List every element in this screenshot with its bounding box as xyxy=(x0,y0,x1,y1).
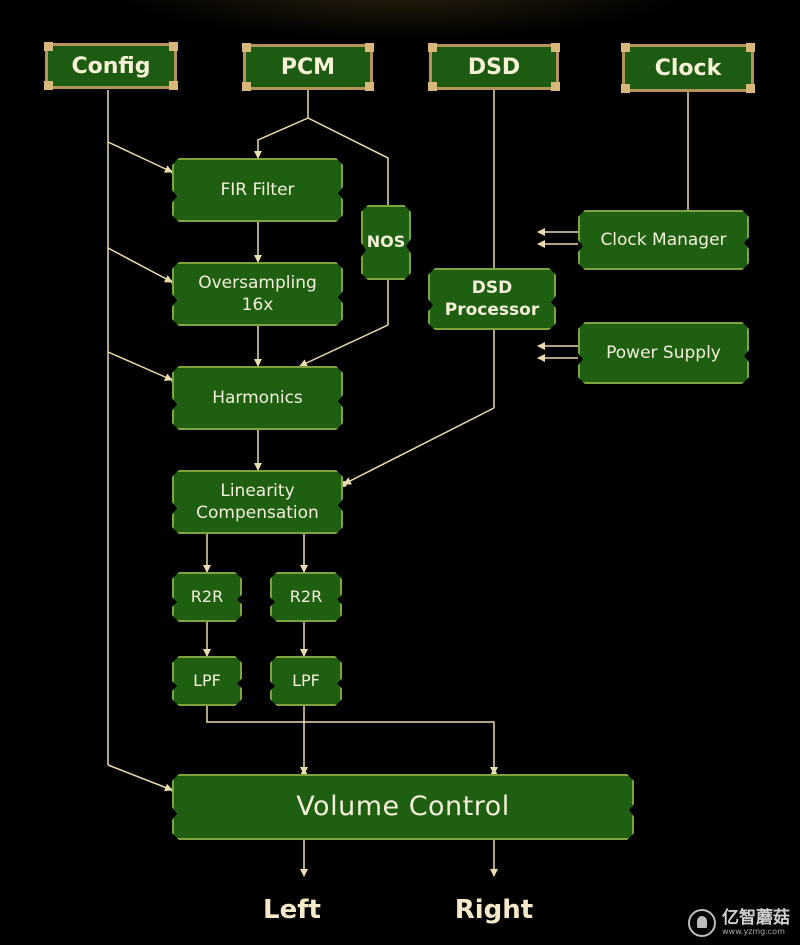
header-clock-label: Clock xyxy=(654,55,722,81)
node-nos: NOS xyxy=(361,205,411,280)
node-lpf-left: LPF xyxy=(172,656,242,706)
node-oversampling-line2: 16x xyxy=(241,295,274,315)
node-nos-label: NOS xyxy=(366,232,406,252)
node-r2r-left-label: R2R xyxy=(190,586,224,606)
mushroom-logo-icon xyxy=(688,909,716,937)
node-harmonics-label: Harmonics xyxy=(212,387,303,408)
node-lpf-right: LPF xyxy=(270,656,342,706)
node-harmonics: Harmonics xyxy=(172,366,343,430)
config-to-oversampling xyxy=(107,247,173,283)
header-clock: Clock xyxy=(621,43,755,93)
header-pcm-label: PCM xyxy=(280,54,336,80)
header-dsd-label: DSD xyxy=(467,54,521,80)
config-to-harmonics xyxy=(107,351,173,381)
node-r2r-left: R2R xyxy=(172,572,242,622)
node-linearity-compensation: Linearity Compensation xyxy=(172,470,343,534)
node-lpf-right-label: LPF xyxy=(292,670,320,690)
node-dsd-processor: DSD Processor xyxy=(428,268,556,330)
node-oversampling-line1: Oversampling xyxy=(198,272,317,293)
header-config: Config xyxy=(44,42,178,90)
watermark-url: www.yzmg.com xyxy=(722,926,785,936)
header-pcm: PCM xyxy=(242,43,374,91)
node-fir-filter-label: FIR Filter xyxy=(220,179,295,200)
node-fir-filter: FIR Filter xyxy=(172,158,343,222)
node-r2r-right-label: R2R xyxy=(289,586,323,606)
header-dsd: DSD xyxy=(428,43,560,91)
watermark: 亿智蘑菇 www.yzmg.com xyxy=(688,909,790,937)
pcm-to-nos xyxy=(307,117,389,205)
node-lpf-left-label: LPF xyxy=(193,670,221,690)
processor-to-linearity xyxy=(343,407,495,485)
pcm-to-fir xyxy=(254,117,309,159)
output-left: Left xyxy=(263,895,321,925)
node-r2r-right: R2R xyxy=(270,572,342,622)
node-linearity-line2: Compensation xyxy=(196,503,319,523)
nos-to-harmonics xyxy=(299,324,389,367)
node-dsd-processor-line2: Processor xyxy=(444,300,540,320)
config-to-volume xyxy=(107,764,173,792)
header-config-label: Config xyxy=(71,53,151,79)
node-volume-control: Volume Control xyxy=(172,774,634,840)
node-power-supply: Power Supply xyxy=(578,322,749,384)
output-right: Right xyxy=(454,895,534,925)
config-to-fir xyxy=(107,141,173,173)
watermark-logo-text: 亿智蘑菇 xyxy=(722,908,790,929)
node-power-supply-label: Power Supply xyxy=(606,342,721,363)
lpf-left-down xyxy=(206,706,498,775)
node-dsd-processor-line1: DSD xyxy=(471,277,513,298)
node-oversampling: Oversampling 16x xyxy=(172,262,343,326)
node-linearity-line1: Linearity xyxy=(220,480,295,501)
node-clock-manager: Clock Manager xyxy=(578,210,749,270)
node-volume-control-label: Volume Control xyxy=(296,791,510,823)
node-clock-manager-label: Clock Manager xyxy=(600,229,727,250)
